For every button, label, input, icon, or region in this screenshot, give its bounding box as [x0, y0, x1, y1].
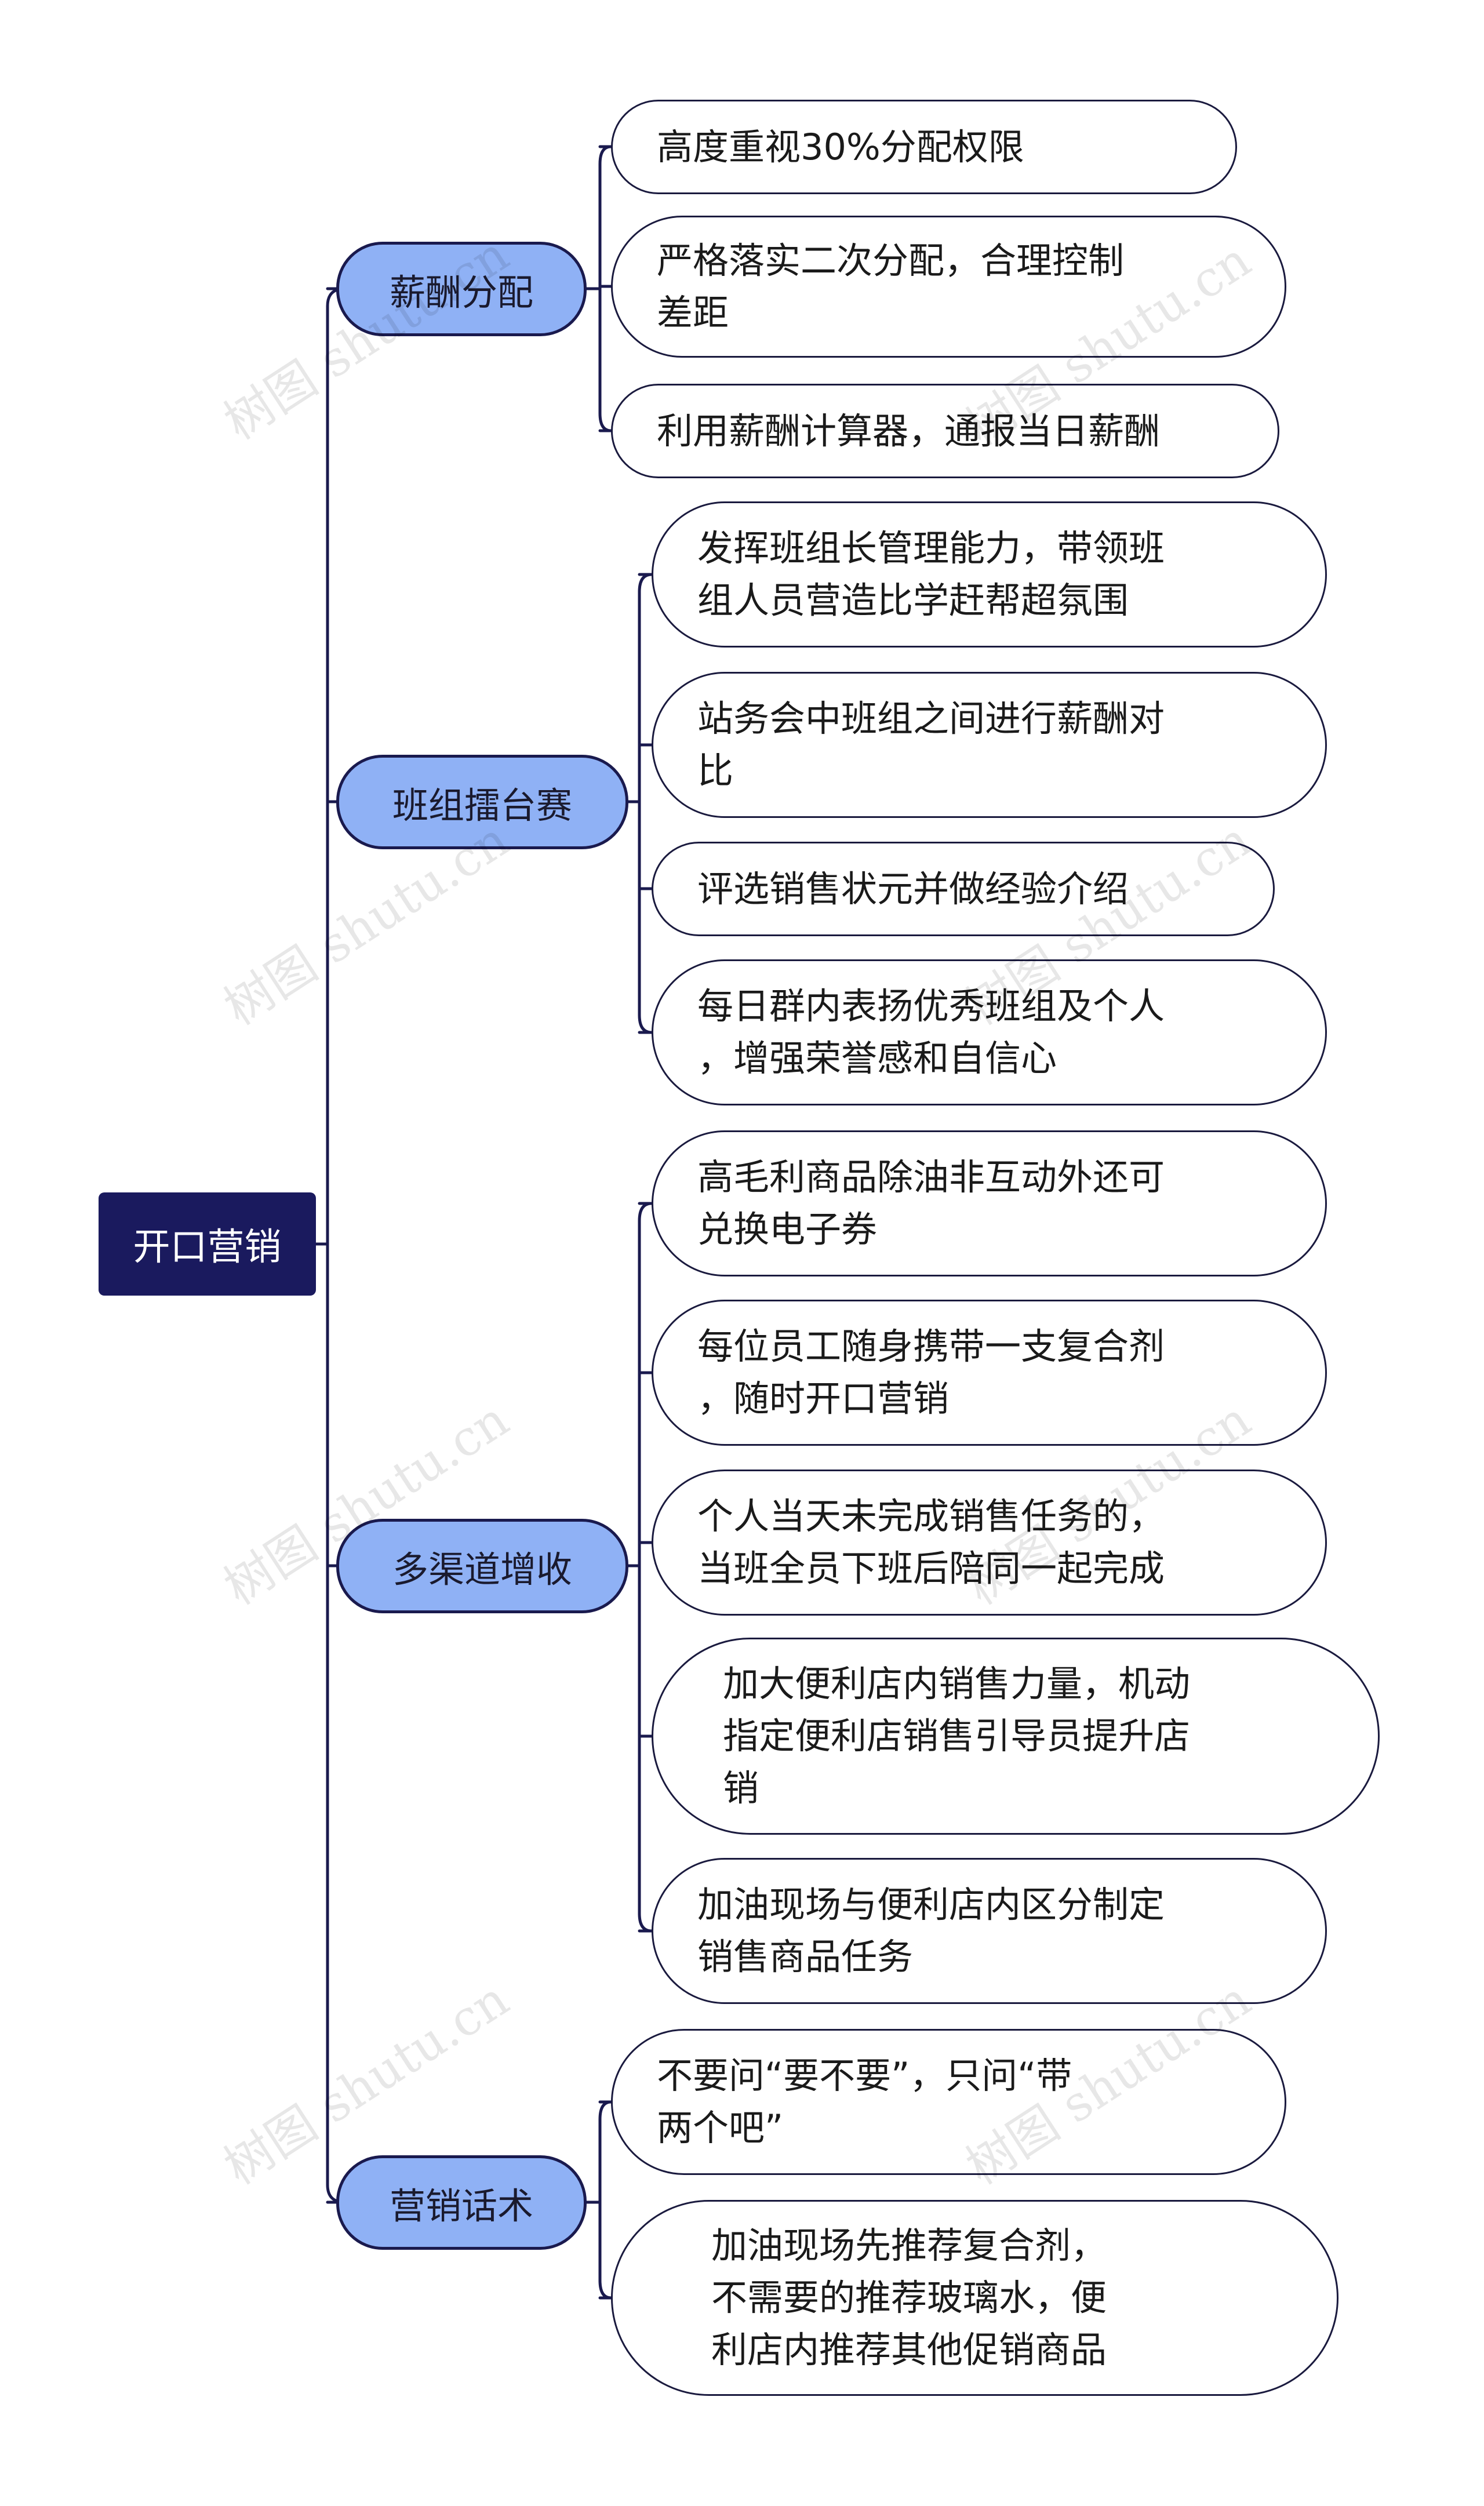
- leaf-node[interactable]: 高度重视30%分配权限: [611, 100, 1237, 194]
- leaf-node[interactable]: 评选销售状元并做经验介绍: [652, 842, 1275, 936]
- leaf-text: 个人当天未完成销售任务的， 当班全员下班后陪同一起完成: [697, 1495, 1165, 1590]
- leaf-node[interactable]: 站务会中班组之间进行薪酬对 比: [652, 672, 1327, 818]
- group-spine: [638, 573, 653, 1034]
- root-node[interactable]: 开口营销: [99, 1192, 316, 1296]
- branch-node-team-contest[interactable]: 班组擂台赛: [336, 755, 628, 849]
- leaf-text: 加油现场与便利店内区分制定 销售商品任务: [697, 1883, 1165, 1978]
- group-spine: [638, 1202, 653, 1933]
- leaf-node[interactable]: 加大便利店内销售力量，机动 指定便利店销售引导员提升店 销: [652, 1638, 1380, 1835]
- branch-label: 多渠道增收: [392, 1548, 572, 1591]
- leaf-text: 高度重视30%分配权限: [657, 125, 1024, 168]
- branch-label: 薪酬分配: [389, 271, 533, 314]
- leaf-text: 发挥班组长管理能力，带领班 组人员营造比学赶帮超氛围: [697, 527, 1165, 621]
- group-spine: [598, 145, 613, 432]
- leaf-node[interactable]: 加油现场与便利店内区分制定 销售商品任务: [652, 1858, 1327, 2004]
- leaf-text: 严格落实二次分配，合理控制 差距: [657, 239, 1125, 334]
- leaf-text: 利用薪酬计算器，通报当日薪酬: [657, 409, 1161, 452]
- leaf-node[interactable]: 高毛利商品除油非互动外还可 兑换电子券: [652, 1130, 1327, 1276]
- leaf-text: 高毛利商品除油非互动外还可 兑换电子券: [697, 1156, 1165, 1250]
- trunk-line: [326, 287, 347, 2204]
- leaf-text: 每日群内表扬优秀班组及个人 ，增强荣誉感和自信心: [697, 985, 1165, 1079]
- root-label: 开口营销: [133, 1226, 282, 1269]
- leaf-text: 加油现场先推荐复合剂， 不需要的推荐玻璃水，便 利店内推荐其他促销商品: [711, 2224, 1107, 2371]
- branch-label: 营销话术: [389, 2184, 533, 2227]
- branch-node-sales-pitch[interactable]: 营销话术: [336, 2155, 587, 2250]
- branch-node-salary[interactable]: 薪酬分配: [336, 242, 587, 336]
- leaf-node[interactable]: 严格落实二次分配，合理控制 差距: [611, 216, 1286, 358]
- branch-node-multichannel[interactable]: 多渠道增收: [336, 1519, 628, 1613]
- leaf-node[interactable]: 加油现场先推荐复合剂， 不需要的推荐玻璃水，便 利店内推荐其他促销商品: [611, 2200, 1338, 2396]
- leaf-text: 每位员工随身携带一支复合剂 ，随时开口营销: [697, 1325, 1165, 1420]
- leaf-text: 站务会中班组之间进行薪酬对 比: [697, 697, 1165, 792]
- leaf-node[interactable]: 每日群内表扬优秀班组及个人 ，增强荣誉感和自信心: [652, 959, 1327, 1105]
- leaf-node[interactable]: 个人当天未完成销售任务的， 当班全员下班后陪同一起完成: [652, 1470, 1327, 1616]
- leaf-node[interactable]: 每位员工随身携带一支复合剂 ，随时开口营销: [652, 1300, 1327, 1446]
- leaf-node[interactable]: 不要问“要不要”，只问“带 两个吧”: [611, 2029, 1286, 2175]
- leaf-node[interactable]: 利用薪酬计算器，通报当日薪酬: [611, 384, 1279, 478]
- branch-label: 班组擂台赛: [392, 784, 572, 827]
- leaf-text: 评选销售状元并做经验介绍: [697, 867, 1129, 910]
- leaf-text: 不要问“要不要”，只问“带 两个吧”: [657, 2054, 1072, 2149]
- leaf-text: 加大便利店内销售力量，机动 指定便利店销售引导员提升店 销: [723, 1663, 1191, 1809]
- group-spine: [598, 2100, 613, 2300]
- leaf-node[interactable]: 发挥班组长管理能力，带领班 组人员营造比学赶帮超氛围: [652, 501, 1327, 648]
